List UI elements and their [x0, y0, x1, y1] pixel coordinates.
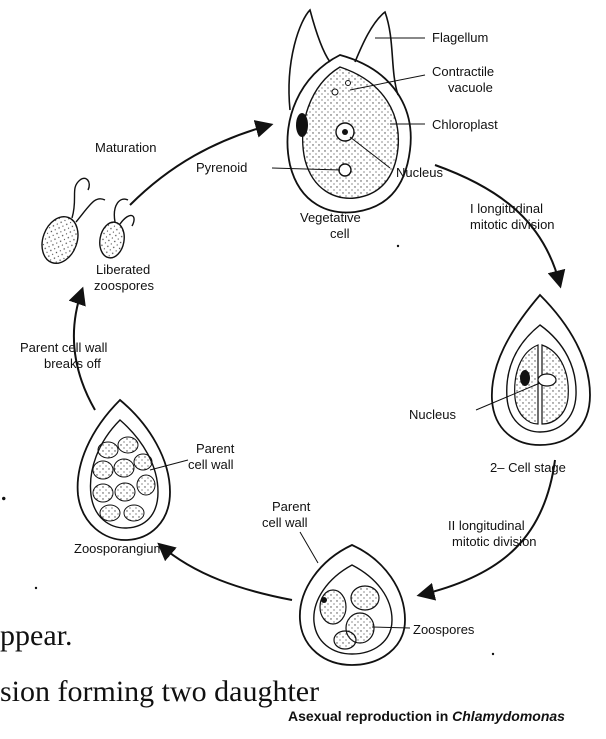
speck-1: [397, 245, 399, 247]
spore-10: [124, 505, 144, 521]
arrow-to-zoosporangium: [160, 545, 292, 600]
zoospore-2: [351, 586, 379, 610]
label-parent-wall-bottom-2: cell wall: [262, 515, 308, 530]
label-maturation: Maturation: [95, 140, 156, 155]
label-pyrenoid: Pyrenoid: [196, 160, 247, 175]
label-first-division-1: I longitudinal: [470, 201, 543, 216]
label-vegetative-1: Vegetative: [300, 210, 361, 225]
label-liberated-2: zoospores: [94, 278, 154, 293]
leader-parent-wall-bottom: [300, 532, 318, 563]
label-zoospores: Zoospores: [413, 622, 475, 637]
liberated-flagellum-2a: [114, 199, 128, 222]
leader-parent-wall-left: [150, 460, 188, 470]
spore-1: [98, 442, 118, 458]
label-liberated-1: Liberated: [96, 262, 150, 277]
label-parent-wall-left-1: Parent: [196, 441, 235, 456]
zoospore-1: [320, 590, 346, 624]
spore-9: [100, 505, 120, 521]
eyespot: [296, 113, 308, 137]
diagram-caption: Asexual reproduction in Chlamydomonas: [288, 708, 565, 724]
label-first-division-2: mitotic division: [470, 217, 555, 232]
zoospore-cell: [300, 545, 405, 665]
nucleolus-top: [342, 129, 348, 135]
liberated-zoospore-2: [97, 220, 127, 260]
zoosporangium-cell: [78, 400, 170, 540]
label-contractile-vacuole-2: vacuole: [448, 80, 493, 95]
vegetative-cell: [287, 10, 410, 212]
label-parent-wall-left-2: cell wall: [188, 457, 234, 472]
background-text-dot: .: [0, 474, 8, 507]
spore-7: [93, 484, 113, 502]
liberated-flagellum-1a: [72, 178, 89, 218]
nucleus-right: [538, 374, 556, 386]
background-text-line-2: sion forming two daughter: [0, 675, 319, 708]
label-contractile-vacuole-1: Contractile: [432, 64, 494, 79]
spore-5: [114, 459, 134, 477]
label-flagellum: Flagellum: [432, 30, 488, 45]
liberated-flagellum-1b: [76, 199, 105, 222]
caption-prefix: Asexual reproduction in: [288, 708, 452, 724]
two-cell-outer-wall: [492, 295, 590, 445]
two-cell-stage-cell: [492, 295, 590, 445]
label-nucleus-right: Nucleus: [409, 407, 456, 422]
label-wall-breaks-1: Parent cell wall: [20, 340, 108, 355]
label-parent-wall-bottom-1: Parent: [272, 499, 311, 514]
label-second-division-1: II longitudinal: [448, 518, 525, 533]
spore-4: [93, 461, 113, 479]
spore-2: [118, 437, 138, 453]
label-two-cell-stage: 2– Cell stage: [490, 460, 566, 475]
label-vegetative-2: cell: [330, 226, 350, 241]
zoospore-4: [334, 631, 356, 649]
contractile-vacuole-2: [346, 81, 351, 86]
liberated-flagellum-2b: [120, 215, 134, 226]
label-chloroplast: Chloroplast: [432, 117, 498, 132]
speck-3: [492, 653, 494, 655]
label-wall-breaks-2: breaks off: [44, 356, 101, 371]
contractile-vacuole-1: [332, 89, 338, 95]
speck-2: [35, 587, 37, 589]
spore-6: [137, 475, 155, 495]
spore-8: [115, 483, 135, 501]
liberated-zoospores: [36, 178, 134, 268]
label-zoosporangium: Zoosporangium: [74, 541, 164, 556]
eyespot-zoospore: [321, 597, 327, 603]
label-second-division-2: mitotic division: [452, 534, 537, 549]
eyespot-right-cell: [520, 370, 530, 386]
caption-genus: Chlamydomonas: [452, 708, 565, 724]
spore-3: [134, 454, 152, 470]
background-text-line-1: ppear.: [0, 619, 72, 652]
label-nucleus-top: Nucleus: [396, 165, 443, 180]
pyrenoid: [339, 164, 351, 176]
